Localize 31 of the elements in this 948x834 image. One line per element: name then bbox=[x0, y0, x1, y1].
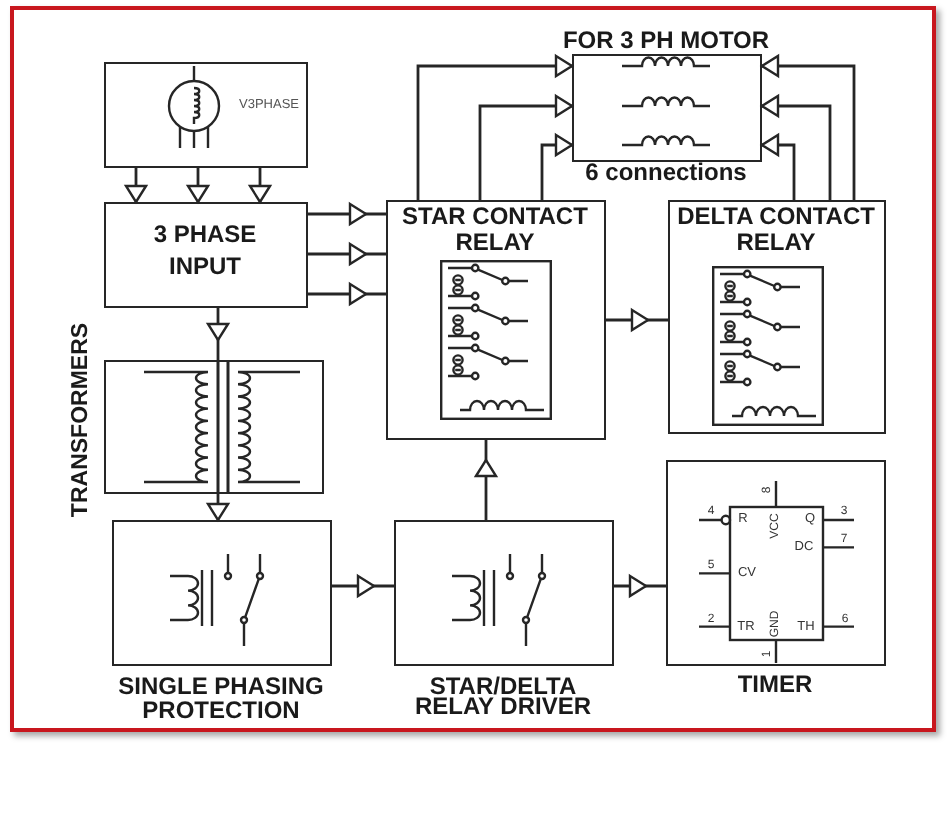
arrow bbox=[248, 168, 272, 204]
arrow bbox=[124, 168, 148, 204]
arrow bbox=[206, 308, 230, 360]
arrow bbox=[474, 440, 498, 520]
block-title: STAR/DELTA RELAY DRIVER bbox=[412, 675, 594, 716]
block-title: FOR 3 PH MOTOR bbox=[560, 28, 772, 54]
arrow bbox=[478, 94, 574, 200]
relay-box bbox=[386, 200, 606, 440]
arrow bbox=[332, 574, 394, 598]
block-title: SINGLE PHASING PROTECTION bbox=[116, 673, 326, 724]
source-box bbox=[104, 62, 308, 168]
arrow bbox=[206, 494, 230, 522]
relay-box bbox=[668, 200, 886, 434]
arrow bbox=[760, 94, 832, 200]
block-title: 3 PHASE INPUT bbox=[151, 217, 259, 283]
arrow bbox=[308, 282, 386, 306]
arrow bbox=[540, 133, 574, 200]
arrow bbox=[308, 242, 386, 266]
arrow bbox=[614, 574, 666, 598]
block-title: TIMER bbox=[735, 672, 815, 699]
input-box bbox=[104, 202, 308, 308]
block-caption: 6 connections bbox=[583, 161, 749, 181]
block-title: STAR CONTACT RELAY bbox=[400, 203, 590, 255]
block-title: DELTA CONTACT RELAY bbox=[675, 203, 877, 255]
arrow bbox=[760, 54, 856, 200]
block-title: TRANSFORMERS bbox=[69, 321, 95, 517]
arrow bbox=[416, 54, 574, 200]
arrow bbox=[606, 308, 668, 332]
arrow bbox=[186, 168, 210, 204]
arrow bbox=[308, 202, 386, 226]
arrow bbox=[760, 133, 796, 200]
